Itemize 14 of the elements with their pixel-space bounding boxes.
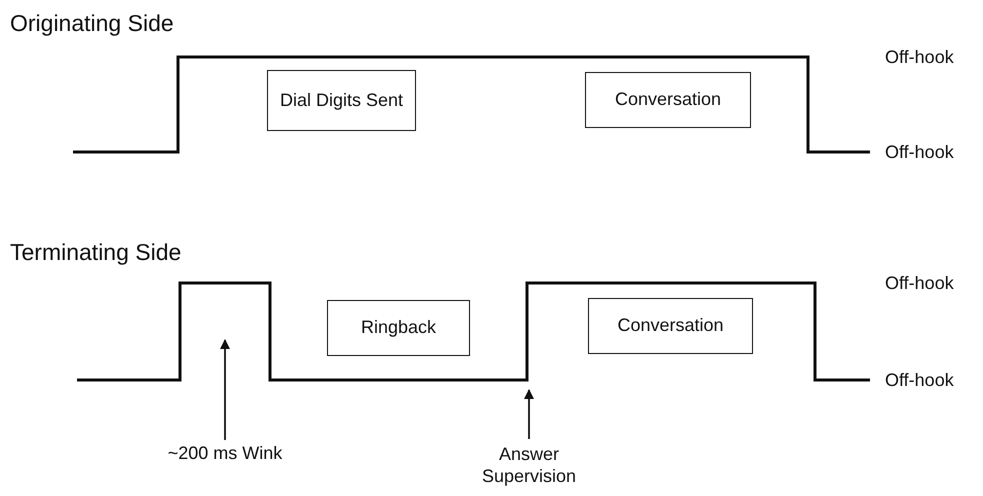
annotation-text: ~200 ms Wink xyxy=(140,442,310,466)
arrow xyxy=(524,389,534,439)
state-box: Dial Digits Sent xyxy=(267,70,416,131)
section-heading: Originating Side xyxy=(10,12,174,35)
state-label: Off-hook xyxy=(885,48,954,66)
state-box: Conversation xyxy=(588,298,753,354)
arrow xyxy=(220,339,230,440)
state-label: Off-hook xyxy=(885,371,954,389)
state-box: Conversation xyxy=(585,72,751,128)
state-label: Off-hook xyxy=(885,143,954,161)
state-box: Ringback xyxy=(327,300,470,356)
annotation-text: Answer Supervision xyxy=(464,441,594,491)
section-heading: Terminating Side xyxy=(10,241,182,264)
state-label: Off-hook xyxy=(885,274,954,292)
